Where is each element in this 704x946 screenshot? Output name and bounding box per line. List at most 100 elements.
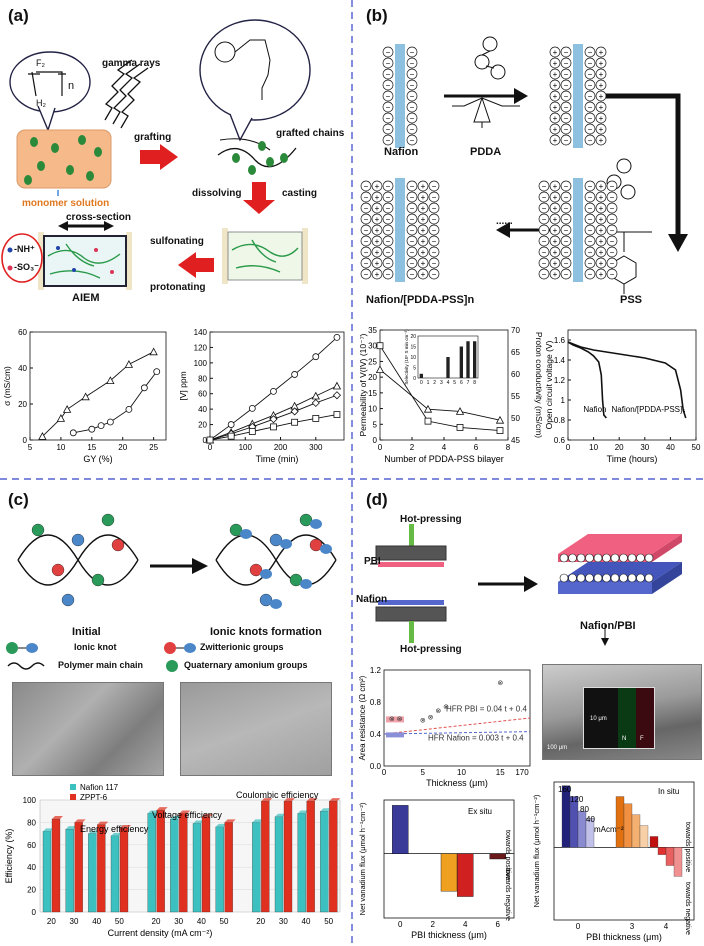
charge-circle: [595, 268, 607, 280]
charge-circle: [560, 101, 572, 113]
legend-nafion: Nafion: [583, 405, 606, 414]
bar: [657, 847, 667, 855]
charge-sign: −: [386, 103, 391, 112]
bar-top: [320, 808, 332, 812]
x-axis-label: Current density (mA cm⁻²): [108, 928, 213, 938]
data-point: [227, 421, 235, 428]
data-point: [270, 388, 277, 395]
charge-circle: [382, 57, 394, 69]
x-tick-label: 50: [115, 917, 124, 926]
charge-circle: [606, 191, 618, 203]
bar-top: [179, 810, 191, 814]
pss-label: PSS: [620, 294, 643, 306]
data-point: [106, 418, 114, 426]
nh-label: -NH⁺: [14, 244, 35, 254]
bar: [42, 831, 52, 913]
y-tick-label: 120: [194, 343, 208, 352]
pbi-point: ⊗: [420, 718, 426, 725]
charge-circle: [560, 134, 572, 146]
bar-top: [284, 798, 295, 802]
inset-bar: [446, 357, 450, 378]
panel-label-b: (b): [366, 6, 388, 25]
charge-circle: [584, 180, 596, 192]
current-unit-label: mAcm⁻²: [594, 825, 624, 834]
plot-frame: [29, 331, 167, 441]
charge-circle: [549, 101, 561, 113]
data-point: [106, 376, 115, 384]
nafion-particle: [559, 573, 569, 583]
ion-group: [249, 563, 263, 577]
grafted-bubble: [199, 19, 311, 121]
x-tick-label: 10: [589, 443, 598, 452]
data-point: [496, 427, 504, 434]
data-point: [311, 398, 320, 408]
ion-group: [269, 533, 283, 547]
group-label-voltage: Voltage efficiency: [152, 810, 222, 820]
charge-sign: −: [432, 259, 437, 268]
charge-circle: [560, 268, 572, 280]
sem-f-label: F: [640, 736, 644, 742]
pbi-point: ⊗: [497, 680, 503, 687]
charge-circle: [382, 123, 394, 135]
charge-circle: [595, 101, 607, 113]
charge-circle: [584, 134, 596, 146]
y-tick-label: 1: [561, 396, 566, 405]
y-tick-label: 15: [368, 389, 377, 398]
charge-circle: [371, 180, 383, 192]
y-tick-label: 40: [18, 364, 27, 373]
charge-sign: +: [599, 226, 604, 235]
pbi-point: ⊗: [389, 716, 395, 723]
data-point: [124, 360, 134, 368]
charge-circle: [406, 213, 418, 225]
y-tick-label: 0: [23, 436, 28, 445]
charge-circle: [360, 224, 372, 236]
y2-tick-label: 50: [511, 414, 520, 423]
charge-circle: [406, 101, 418, 113]
charge-sign: −: [564, 70, 569, 79]
y2-tick-label: 55: [511, 392, 520, 401]
bar: [649, 836, 659, 848]
ionic-knots-formation-label: Ionic knots formation: [210, 626, 322, 638]
data-point: [56, 414, 66, 422]
monomer-bubble: [9, 51, 91, 113]
charge-circle: [549, 79, 561, 91]
nafion-pbi-particles: [559, 553, 654, 583]
charge-sign: −: [542, 182, 547, 191]
nafion-particle: [627, 573, 637, 583]
y-tick-label: 1.2: [370, 666, 382, 675]
charge-sign: −: [564, 270, 569, 279]
charge-sign: +: [599, 136, 604, 145]
pbi-particle: [559, 553, 569, 563]
aiem-label: AIEM: [72, 292, 100, 304]
bar: [631, 814, 641, 848]
annotation-negative: towards negative: [504, 868, 511, 921]
charge-sign: −: [364, 193, 369, 202]
so3-label: -SO₃⁻: [14, 262, 39, 272]
x-tick-label: 2: [410, 443, 415, 452]
x-tick-label: 20: [152, 917, 161, 926]
charge-circle: [606, 246, 618, 258]
sem-inset-scale: 10 μm: [590, 716, 607, 722]
charge-circle: [549, 57, 561, 69]
sulfonating-label: sulfonating: [150, 236, 204, 247]
x-tick-label: 15: [87, 443, 96, 452]
protonating-label: protonating: [150, 282, 206, 293]
charge-sign: −: [564, 237, 569, 246]
nafion-band: [386, 732, 404, 738]
pbi-particle: [619, 553, 628, 563]
y-axis-label: Open circuit voltage (V): [544, 340, 554, 429]
y-tick-label: 30: [368, 342, 377, 351]
charge-circle: [417, 268, 429, 280]
charge-circle: [560, 246, 572, 258]
charge-circle: [584, 112, 596, 124]
charge-circle: [595, 90, 607, 102]
grafting-label: grafting: [134, 132, 172, 143]
charge-sign: +: [599, 59, 604, 68]
charge-sign: −: [564, 193, 569, 202]
charge-sign: +: [375, 182, 380, 191]
nafion-particle: [568, 573, 577, 583]
bar: [615, 796, 625, 848]
charge-sign: −: [386, 237, 391, 246]
bar-top: [111, 832, 122, 836]
